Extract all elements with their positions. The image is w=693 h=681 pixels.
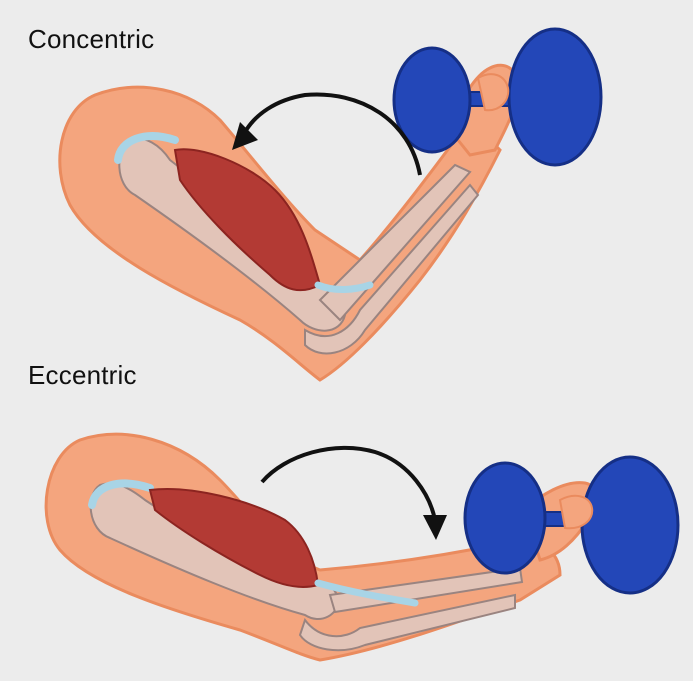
eccentric-label: Eccentric <box>28 360 137 390</box>
elbow-tendon <box>314 579 419 607</box>
shoulder-tendon <box>88 479 154 509</box>
concentric-arm-illustration <box>58 27 603 382</box>
arrowhead-icon <box>232 122 258 150</box>
dumbbell <box>392 27 603 167</box>
radius-bone <box>318 163 472 322</box>
eccentric-arm-illustration <box>44 432 680 662</box>
fingers-skin <box>476 73 510 112</box>
concentric-label: Concentric <box>28 24 155 54</box>
radius-bone <box>328 566 524 614</box>
curl-up-arrow <box>243 92 422 176</box>
shoulder-tendon <box>114 132 179 164</box>
fingers-skin <box>558 494 594 530</box>
arrowhead-icon <box>423 515 447 540</box>
ulna-bone <box>304 183 480 355</box>
elbow-tendon <box>314 281 374 293</box>
ulna-bone <box>298 593 516 652</box>
lower-down-arrow <box>260 445 437 521</box>
